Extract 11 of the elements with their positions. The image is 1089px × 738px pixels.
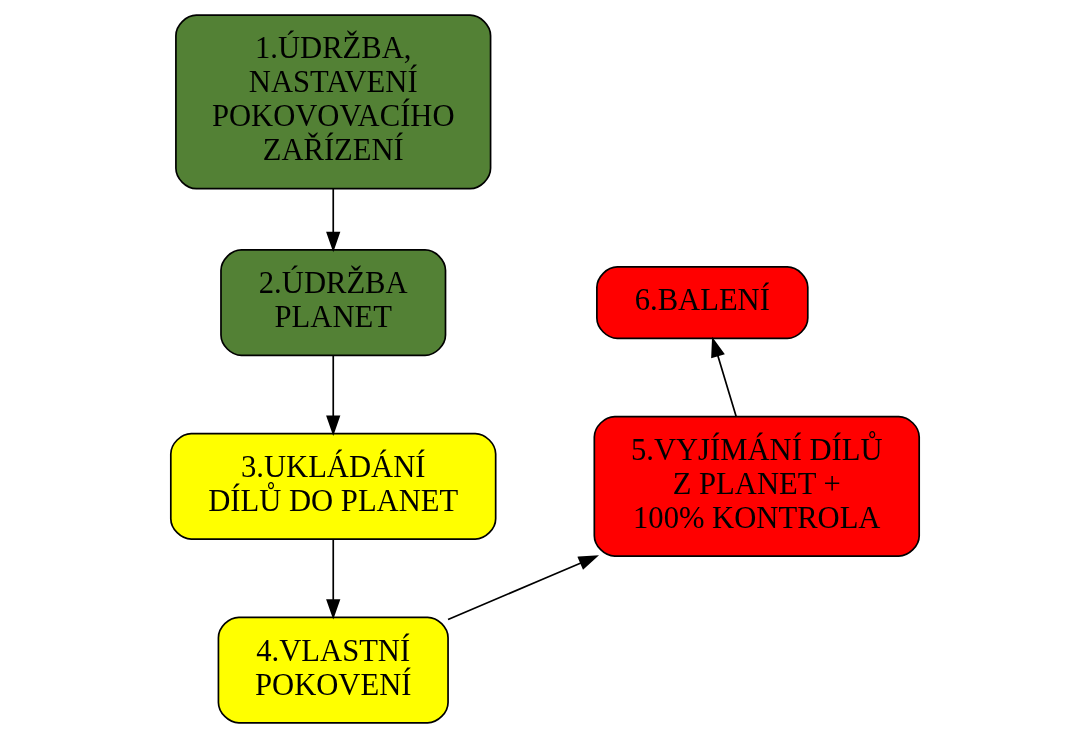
node-box: 4.VLASTNÍ POKOVENÍ (217, 616, 449, 724)
arrow (325, 538, 340, 620)
arrow (710, 336, 737, 418)
node-box: 6.BALENÍ (595, 266, 809, 340)
arrow (446, 555, 599, 621)
node-box: 3.UKLÁDÁNÍ DÍLŮ DO PLANET (169, 432, 497, 540)
arrow (325, 354, 340, 436)
node-box: 1.ÚDRŽBA, NASTAVENÍ POKOVOVACÍHO ZAŘÍZENÍ (174, 14, 491, 190)
node-box: 5.VYJÍMÁNÍ DÍLŮ Z PLANET + 100% KONTROLA (593, 415, 920, 557)
node-box: 2.ÚDRŽBA PLANET (219, 249, 446, 357)
arrow (325, 188, 340, 253)
